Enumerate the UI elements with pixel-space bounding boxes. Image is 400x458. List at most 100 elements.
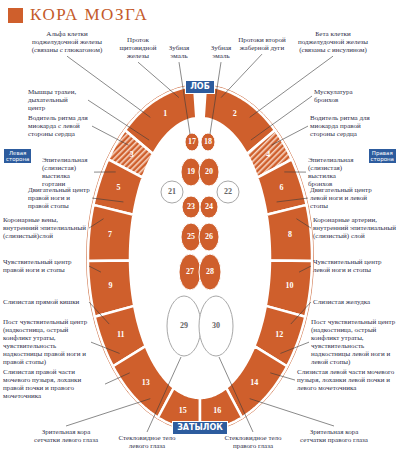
leader-line [179,62,190,134]
leader-line [92,198,123,202]
leader-line [284,171,306,172]
callout-number: 25 [187,233,195,241]
direction-box: ЗАТЫЛОК [172,421,228,435]
callout-number: 1 [163,110,167,118]
callout-number: 20 [205,168,213,176]
annotation-label: Мускулатура бронхов [314,88,372,104]
annotation-label: Бета клетки поджелудочной железы (связан… [294,30,372,54]
callout-number: 29 [180,322,188,330]
leader-line [91,342,120,353]
leader-line [277,198,308,202]
leader-line [210,62,221,134]
annotation-label: Коронарные артерии, внутренний эпителиал… [313,216,397,240]
callout-number: 11 [117,331,125,339]
box-text: Левая сторона [6,150,29,162]
annotation-label: Двигательный центр левой ноги и левой ст… [310,186,372,210]
side-tag: Левая сторона [3,148,32,164]
annotation-label: Зубная эмаль [164,44,194,60]
callout-number: 27 [186,268,194,276]
leader-line [221,54,262,97]
leader-line [66,399,150,426]
leader-line [89,219,104,228]
leader-line [250,56,333,117]
inner-center [167,296,201,356]
side-tag: Правая сторона [368,148,397,164]
annotation-label: Стекловидное тело левого глаза [118,434,176,450]
callout-number: 19 [187,168,195,176]
annotation-label: Чувствительный центр правой ноги и стопы [3,258,87,274]
callout-number: 4 [266,151,270,159]
inner-center [201,133,215,151]
leader-line [105,373,130,384]
annotation-label: Пост чувствительный центр (надкостница, … [3,318,89,366]
annotation-label: Слизистая правой части мочевого пузыря, … [3,368,103,400]
inner-center [161,181,183,203]
inner-center [199,223,219,251]
annotation-label: Слизистая левой части мочевого пузыря, л… [297,368,397,392]
annotation-label: Чувствительный центр левой ноги и стопы [313,258,397,274]
callout-number: 16 [213,407,221,415]
annotation-label: Эпителиальная (слизистая) выстилка бронх… [308,156,358,188]
inner-center [199,296,233,356]
leader-line [89,266,101,272]
leader-line [270,373,295,380]
inner-center [199,158,219,186]
annotation-label: Протоки второй жаберной дуги [236,36,288,52]
callout-number: 15 [179,407,187,415]
leader-line [89,302,109,324]
callout-number: 30 [212,322,220,330]
annotation-label: Зрительная кора сетчатки правого глаза [298,428,370,444]
direction-box: ЛОБ [185,80,215,94]
inner-center [199,254,221,290]
callout-number: 14 [250,379,258,387]
inner-center [181,223,201,251]
leader-line [92,126,128,145]
annotation-label: Альфа клетки поджелудочной железы (связа… [28,30,106,54]
inner-center [200,196,218,218]
diagram-title: КОРА МОЗГА [30,5,148,25]
annotation-label: Водитель ритма для миокарда правой сторо… [310,114,372,138]
annotation-label: Пост чувствительный центр (надкостница, … [311,318,397,366]
annotation-label: Стекловидное тело правого глаза [224,434,282,450]
leader-line [291,302,311,324]
inner-center [179,254,201,290]
callout-number: 18 [204,138,212,146]
inner-center [217,181,239,203]
inner-center [181,158,201,186]
callout-number: 12 [275,331,283,339]
annotation-label: Слизистая желудка [313,298,397,306]
callout-number: 26 [205,233,213,241]
leader-line [88,100,149,140]
annotation-label: Зубная эмаль [206,44,236,60]
callout-number: 10 [285,282,293,290]
leader-line [299,266,311,272]
callout-number: 2 [233,110,237,118]
callout-number: 9 [109,282,113,290]
leader-line [250,399,334,426]
callout-number: 23 [187,203,195,211]
callout-number: 24 [205,203,213,211]
inner-center [182,196,200,218]
box-text: ЗАТЫЛОК [177,423,223,433]
annotation-label: Эпителиальная (слизистая) выстилка горта… [42,156,92,188]
cortex-outline [87,85,314,432]
annotation-label: Проток щитовидной железы [112,36,164,60]
callout-number: 8 [288,231,292,239]
leader-line [296,219,311,228]
inner-center [185,133,199,151]
callout-number: 22 [224,188,232,196]
leader-line [280,342,309,353]
callout-number: 28 [206,268,214,276]
box-text: Правая сторона [371,150,394,162]
callout-number: 3 [130,151,134,159]
annotation-label: Водитель ритма для миокарда с левой стор… [28,114,90,138]
annotation-label: Двигательный центр правой ноги и правой … [28,186,90,210]
annotation-label: Мышцы трахеи, дыхательный центр [28,88,86,112]
callout-number: 17 [188,138,196,146]
callout-number: 5 [117,184,121,192]
annotation-label: Коронарные вены, внутренний эпителиальны… [3,216,87,240]
callout-number: 7 [108,231,112,239]
leader-line [94,171,116,172]
cortex-segment [267,205,312,261]
leader-line [272,126,308,145]
